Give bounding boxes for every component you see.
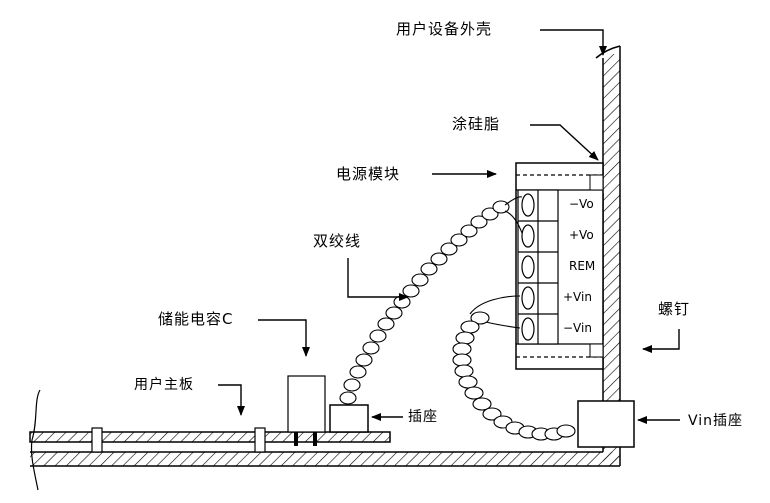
leader-lines <box>218 29 680 424</box>
pin-label: +Vin <box>563 290 592 304</box>
label-screw: 螺钉 <box>658 300 691 318</box>
vin-socket <box>577 400 635 448</box>
label-module: 电源模块 <box>336 165 401 183</box>
label-twisted-pair: 双绞线 <box>313 232 362 250</box>
pin-label: −Vo <box>569 197 594 211</box>
label-grease: 涂硅脂 <box>452 115 501 133</box>
twisted-pair-cable <box>339 196 523 405</box>
label-capacitor: 储能电容C <box>158 310 234 328</box>
label-vin-socket: Vin插座 <box>688 413 744 429</box>
pin-label: +Vo <box>569 228 594 242</box>
main-board <box>29 427 391 453</box>
pin-label: REM <box>569 259 596 273</box>
label-housing: 用户设备外壳 <box>396 20 493 38</box>
pin-label: −Vin <box>563 321 592 335</box>
capacitor <box>287 375 326 446</box>
label-socket: 插座 <box>408 409 438 425</box>
board-socket <box>329 404 369 433</box>
power-module <box>515 162 604 370</box>
label-mainboard: 用户主板 <box>134 377 194 393</box>
input-cable <box>452 295 576 441</box>
